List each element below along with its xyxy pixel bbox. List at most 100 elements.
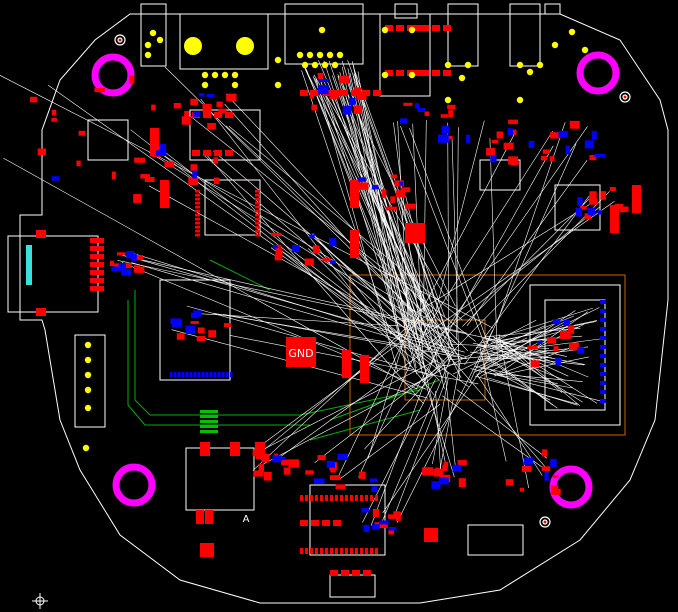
- sd-card-slot: [7, 230, 104, 316]
- ic-outline: [159, 279, 231, 381]
- ratsnest-line: [481, 338, 600, 355]
- smd-pad: [176, 333, 185, 340]
- via-hole: [516, 96, 524, 104]
- smd-pad: [131, 253, 137, 262]
- smd-pad: [181, 116, 191, 125]
- smd-pad: [491, 139, 499, 144]
- smd-pad: [519, 487, 525, 492]
- smd-pad: [196, 335, 206, 342]
- smd-pad: [218, 108, 227, 114]
- smd-pad: [396, 25, 404, 31]
- ratsnest-line: [188, 114, 476, 342]
- smd-pad: [363, 570, 371, 576]
- ratsnest-line: [492, 373, 573, 389]
- ic-pin: [600, 318, 606, 322]
- ratsnest-line: [488, 377, 578, 406]
- smd-pad: [76, 160, 81, 167]
- ratsnest-line: [370, 346, 439, 526]
- smd-pad: [263, 471, 272, 481]
- ic-pin: [174, 372, 177, 377]
- smd-pad: [385, 70, 393, 76]
- smd-pad: [403, 102, 413, 106]
- gnd-pad: [286, 337, 316, 367]
- via-hole: [551, 41, 559, 49]
- ratsnest-lines: [0, 60, 615, 526]
- smd-pad: [326, 460, 335, 468]
- ic-pin: [600, 336, 606, 340]
- ic-pin: [255, 202, 260, 205]
- via-hole: [311, 61, 319, 69]
- ratsnest-line: [481, 350, 548, 370]
- smd-pad: [342, 105, 352, 115]
- via-hole: [326, 51, 334, 59]
- smd-pad: [358, 182, 369, 190]
- smd-pad: [443, 462, 449, 467]
- smd-pad: [422, 467, 433, 476]
- smd-pad: [113, 263, 119, 270]
- via-hole: [84, 341, 92, 349]
- smd-pad: [202, 103, 212, 113]
- connector-outline: [467, 524, 524, 556]
- smd-pad: [356, 91, 367, 100]
- ratsnest-line: [400, 125, 491, 360]
- sd-pad: [90, 262, 104, 267]
- smd-pad: [395, 190, 405, 198]
- ratsnest-line: [352, 61, 411, 346]
- ratsnest-line: [497, 337, 581, 407]
- ic-pin: [195, 206, 200, 209]
- mounting-holes: [91, 51, 620, 509]
- ic-pin: [195, 230, 200, 233]
- smd-pad: [190, 321, 199, 325]
- smd-pad: [431, 481, 441, 489]
- smd-pad: [424, 111, 430, 116]
- via-hole: [84, 356, 92, 364]
- green-pad: [200, 420, 218, 423]
- smd-pad: [550, 485, 559, 489]
- smd-pad: [311, 520, 319, 526]
- capacitor-pad: [610, 205, 619, 233]
- smd-pad: [552, 474, 559, 478]
- ic-pin: [600, 345, 606, 349]
- ratsnest-line: [480, 357, 552, 360]
- ic-pin: [370, 548, 373, 554]
- smd-pad: [335, 484, 346, 489]
- smd-pad: [523, 457, 534, 465]
- ic-pin: [310, 495, 313, 501]
- smd-pad: [51, 118, 57, 122]
- smd-pad: [340, 90, 348, 96]
- smd-pad: [274, 453, 279, 458]
- smd-pad: [600, 191, 606, 200]
- smd-pad: [619, 206, 629, 213]
- ic-outline: [554, 184, 601, 231]
- bottom-pads: [51, 79, 606, 532]
- capacitor-pad: [160, 180, 169, 208]
- green-pad: [200, 410, 218, 413]
- ic-pin: [375, 495, 378, 501]
- smd-pad: [216, 101, 223, 107]
- smd-pad: [318, 79, 329, 83]
- smd-pad: [111, 266, 122, 272]
- smd-pad: [144, 177, 155, 182]
- via-hole: [144, 41, 152, 49]
- smd-pad: [405, 203, 416, 209]
- test-pad: [424, 528, 438, 542]
- ratsnest-line: [347, 60, 453, 347]
- ratsnest-line: [493, 337, 589, 378]
- connector-outline: [379, 13, 431, 97]
- smd-pad: [184, 110, 190, 117]
- via-hole: [82, 444, 90, 452]
- ratsnest-line: [305, 69, 454, 355]
- ratsnest-line: [353, 76, 417, 368]
- smd-pad: [275, 248, 283, 258]
- small-hole: [622, 94, 628, 100]
- sd-pad: [36, 230, 46, 238]
- ic-pin: [195, 190, 200, 193]
- ic-pin: [190, 372, 193, 377]
- ratsnest-line: [48, 84, 442, 365]
- ratsnest-line: [442, 349, 581, 367]
- ic-pin: [255, 214, 260, 217]
- connector-outline: [447, 3, 479, 67]
- ratsnest-line: [201, 313, 403, 327]
- small-holes: [114, 34, 631, 528]
- ic-pin: [195, 198, 200, 201]
